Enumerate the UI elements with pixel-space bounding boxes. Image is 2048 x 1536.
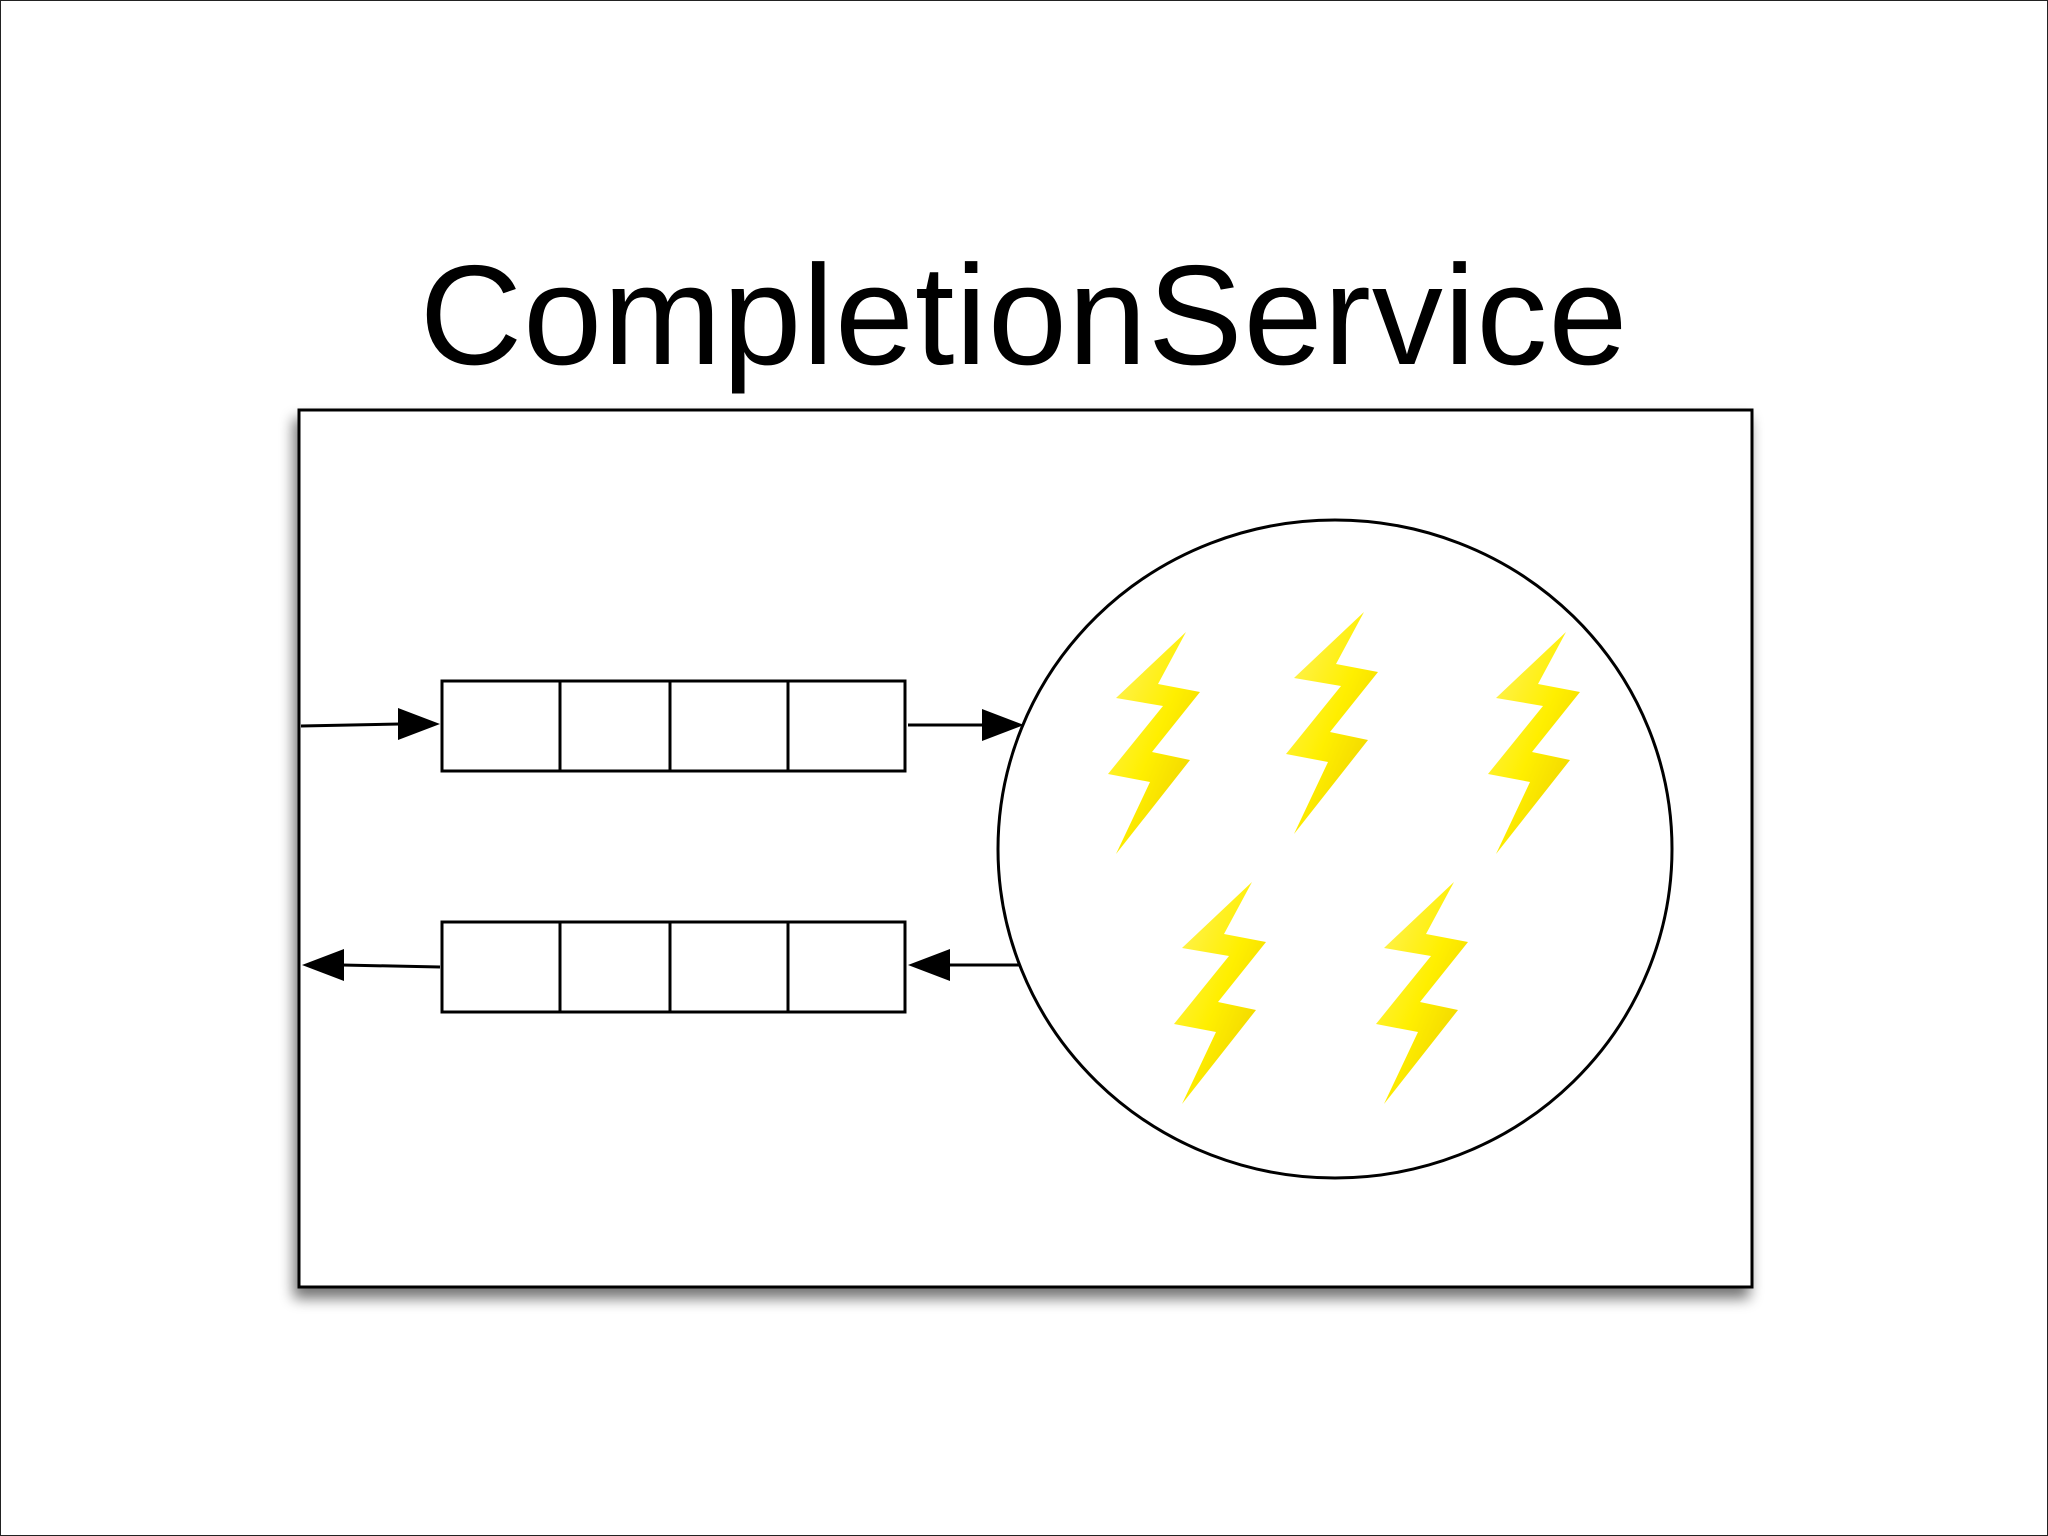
submission-queue xyxy=(440,679,907,773)
dispatch-arrow-icon xyxy=(908,709,1024,741)
submit-arrow-icon xyxy=(300,708,440,740)
diagram-title: CompletionService xyxy=(419,236,1629,396)
complete-arrow-icon xyxy=(908,949,1024,981)
executor-pool xyxy=(996,518,1674,1180)
take-arrow-icon xyxy=(302,949,441,981)
queue-frame xyxy=(440,679,907,773)
queue-frame xyxy=(440,920,907,1014)
completion-queue xyxy=(440,920,907,1014)
